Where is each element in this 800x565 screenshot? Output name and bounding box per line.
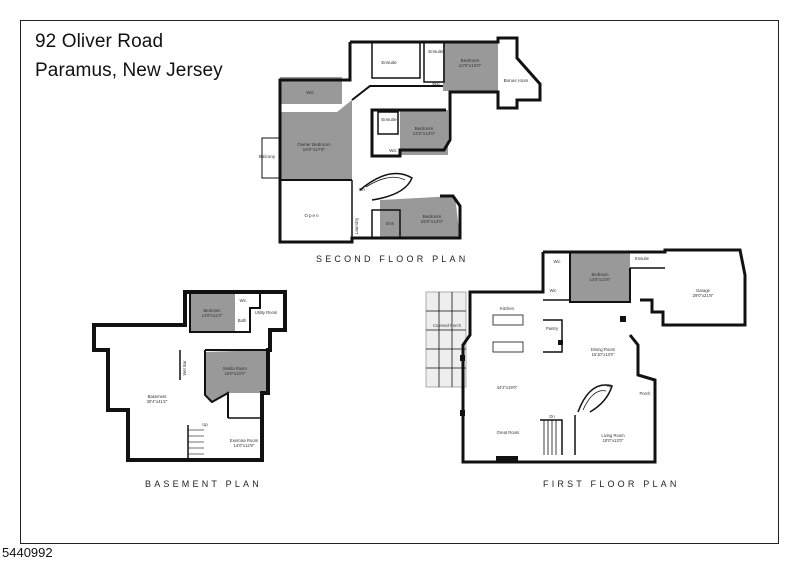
room-label-bedroom-c: Bedroom (423, 214, 442, 219)
room-dim-exercise-room: 14'0"x12'8" (234, 443, 255, 448)
room-label-basement-wic: Wic (240, 298, 247, 303)
room-dim-media-room: 16'0"x13'0" (225, 371, 246, 376)
room-dim-bedroom-b: 13'2"x13'0" (413, 131, 436, 136)
room-label-dining-room: Dining Room (591, 347, 616, 352)
address-line-street: 92 Oliver Road (35, 31, 164, 52)
room-label-ensuite-4: Ens (386, 221, 395, 226)
room-label-bonus-room: Bonus room (504, 78, 529, 83)
room-label-living-room: Living Room (601, 433, 625, 438)
basement-caption: BASEMENT PLAN (145, 479, 262, 489)
room-dim-garage: 29'0"x21'8" (693, 293, 714, 298)
first-floor-caption: FIRST FLOOR PLAN (543, 479, 680, 489)
plan-frame (20, 20, 779, 544)
room-dim-basement: 30'4"x41'2" (147, 399, 168, 404)
room-label-bedroom-b: Bedroom (415, 126, 434, 131)
room-dim-living-room: 18'0"x13'0" (603, 438, 624, 443)
room-label-basement: Basement (148, 394, 168, 399)
room-label-kitchen: Kitchen (500, 306, 515, 311)
listing-number: 5440992 (2, 545, 53, 560)
room-label-wic-b: Wic (389, 148, 397, 153)
room-label-ensuite-3: Ensuite (381, 117, 397, 122)
room-label-garage: Garage (696, 288, 711, 293)
room-label-basement-bedroom: Bedroom (204, 308, 222, 313)
room-label-covered-porch: Covered Porch (433, 323, 462, 328)
room-label-balcony: Balcony (259, 154, 276, 159)
room-label-media-room: Media Room (223, 366, 247, 371)
second-floor-caption: SECOND FLOOR PLAN (316, 254, 469, 264)
room-dim-bedroom-c: 15'0"x13'0" (421, 219, 444, 224)
room-dim-ff-bedroom: 14'8"x12'6" (590, 277, 611, 282)
stair-label-ff-up: Up (606, 383, 612, 388)
stair-label-ff-dn: Dn (549, 414, 555, 419)
room-label-open: Open (304, 213, 319, 218)
room-dim-dining-room: 15'10"x13'0" (592, 352, 615, 357)
stair-label-basement-up: Up (202, 422, 208, 427)
room-label-pantry: Pantry (546, 326, 559, 331)
first-floor-plan (425, 248, 747, 464)
room-label-ff-bedroom: Bedroom (592, 272, 610, 277)
room-label-ff-wic-1: Wic (554, 259, 561, 264)
room-label-bedroom-a: Bedroom (461, 58, 480, 63)
room-label-ensuite-2: Ensuite (428, 49, 444, 54)
room-label-basement-bath: Bath (238, 318, 247, 323)
room-label-porch: Porch (640, 391, 652, 396)
second-floor-plan (261, 36, 542, 244)
address-line-city: Paramus, New Jersey (35, 60, 223, 81)
room-label-exercise-room: Exercise Room (230, 438, 259, 443)
room-label-ff-wic-2: Wic (550, 288, 557, 293)
room-label-wic-a: Wic (432, 81, 440, 86)
room-label-laundry: Laundry (354, 217, 359, 234)
room-label-wet-bar: Wet Bar (182, 360, 187, 376)
basement-plan (92, 290, 287, 462)
room-label-ensuite-1: Ensuite (381, 60, 397, 65)
room-dim-bedroom-a: 12'0"x12'0" (459, 63, 482, 68)
room-dim-great-room-area: 44'2"x19'0" (497, 385, 518, 390)
room-dim-basement-bedroom: 14'8"x12'4" (202, 313, 223, 318)
room-dim-owner-bedroom: 16'0"x17'6" (303, 147, 326, 152)
stair-label-sf-dn: Dn (359, 187, 365, 192)
room-label-owner-bedroom: Owner Bedroom (297, 142, 331, 147)
room-label-utility: Utility Room (255, 310, 278, 315)
room-label-ff-ensuite: Ensuite (635, 256, 650, 261)
room-label-sf-wic: Wic (306, 90, 314, 95)
room-label-great-room: Great Room (497, 430, 520, 435)
